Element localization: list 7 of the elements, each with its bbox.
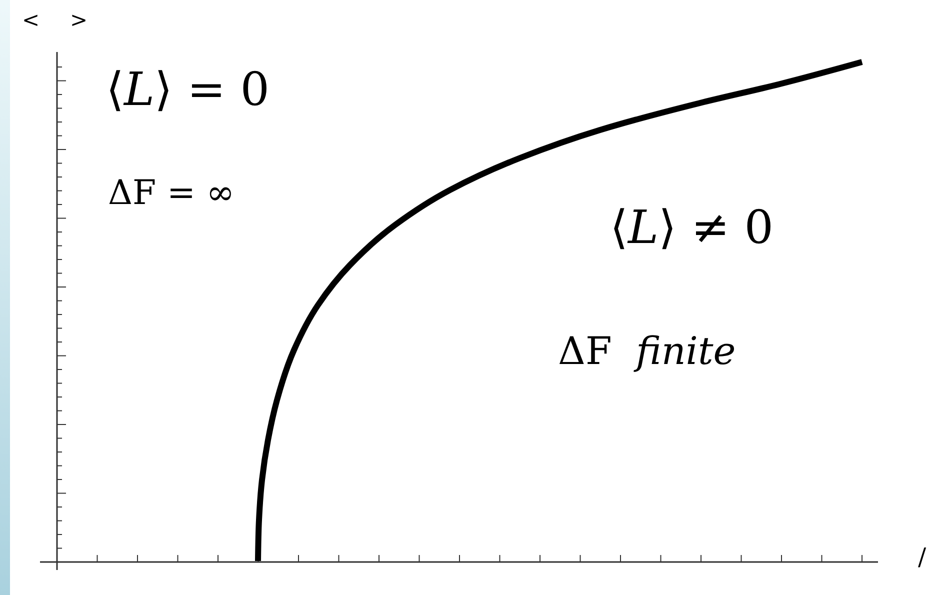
region-label: ⟨L⟩ ≠ 0 bbox=[610, 204, 774, 250]
bracket-symbol: > bbox=[70, 10, 88, 31]
region-label: ΔF = ∞ bbox=[108, 176, 235, 210]
region-label: ΔF finite bbox=[558, 332, 736, 370]
bracket-symbol: < bbox=[22, 10, 40, 31]
axis-mark: / bbox=[918, 545, 926, 569]
region-label: ⟨L⟩ = 0 bbox=[106, 66, 270, 112]
